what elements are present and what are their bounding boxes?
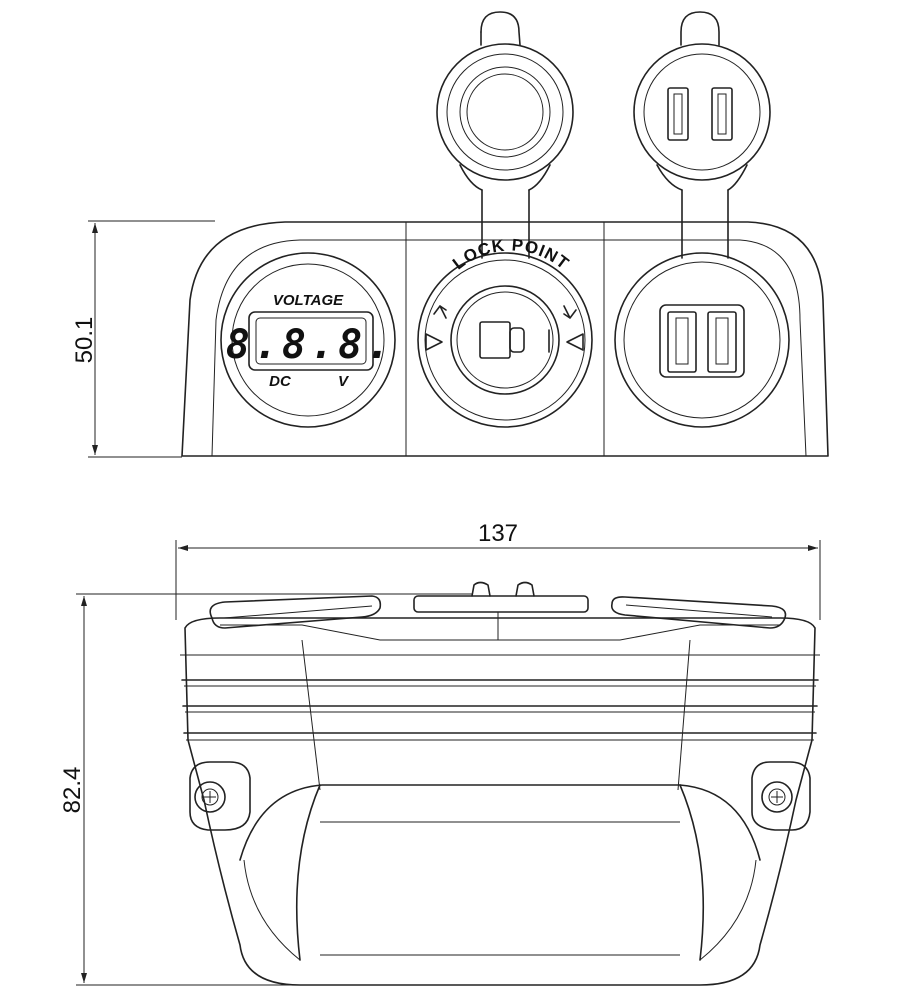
usb-cap-ring [643, 53, 761, 171]
socket-core [450, 285, 560, 395]
socket-left-arrow-icon [433, 305, 447, 319]
usb-port-1-icon [667, 311, 697, 373]
socket-cap-outer [436, 43, 574, 181]
socket-bezel-inner [424, 259, 586, 421]
width-dimension: 137 [175, 520, 821, 620]
socket-outlet: LOCK POINT [417, 11, 593, 428]
front-panel-outline [181, 221, 829, 457]
usb-port-1-tongue [675, 317, 689, 365]
socket-left-triangle-icon [425, 333, 443, 351]
voltmeter-bezel [220, 252, 396, 428]
front-height-dimension: 50.1 [71, 220, 215, 458]
front-height-value: 50.1 [71, 317, 98, 364]
socket-cap-ring-2 [459, 66, 551, 158]
socket-cap-neck [459, 164, 551, 191]
socket-core-inner [456, 291, 554, 389]
bottom-center-plate [413, 595, 589, 613]
usb-cap-outer [633, 43, 771, 181]
socket-right-triangle-icon [566, 333, 584, 351]
bottom-body-outline [184, 617, 816, 986]
usb-outlet [614, 11, 790, 428]
voltmeter-digits: 8.8.8. [226, 322, 395, 368]
socket-plug-tip [509, 327, 525, 353]
bottom-lower-arch [239, 784, 761, 861]
socket-cap-ring-3 [466, 73, 544, 151]
width-value: 137 [478, 520, 518, 547]
voltmeter-display-window [248, 311, 374, 371]
bottom-left-plate [209, 595, 382, 629]
socket-cap-stem [481, 189, 530, 259]
usb-cap-port-1-inner [673, 93, 683, 135]
socket-plug-slot [479, 321, 511, 359]
bottom-center-tab-right [515, 581, 535, 597]
socket-right-arrow-icon [563, 305, 577, 319]
bottom-height-value: 82.4 [59, 767, 86, 814]
bottom-center-tab-left [471, 581, 491, 597]
bottom-height-dimension: 82.4 [59, 593, 472, 986]
usb-cap-neck [656, 164, 748, 191]
usb-port-2-tongue [715, 317, 729, 365]
front-view: VOLTAGE 8.8.8. DC V LOCK POINT [71, 11, 829, 458]
socket-bezel [417, 252, 593, 428]
voltmeter: VOLTAGE 8.8.8. DC V [220, 252, 396, 428]
socket-ring-text: LOCK POINT [449, 235, 573, 273]
usb-cap-port-2-inner [717, 93, 727, 135]
usb-port-frame [659, 304, 745, 378]
usb-bezel [614, 252, 790, 428]
socket-cap-ring-1 [446, 53, 564, 171]
right-screw [751, 761, 811, 831]
voltmeter-v-label: V [338, 373, 350, 390]
bottom-view: 137 82.4 [59, 520, 821, 986]
usb-bezel-inner [623, 261, 781, 419]
usb-cap-stem [681, 189, 729, 259]
left-screw [189, 761, 251, 831]
socket-cap-strap [480, 11, 521, 46]
usb-port-2-icon [707, 311, 737, 373]
voltmeter-dc-label: DC [269, 373, 292, 390]
bottom-right-plate [610, 596, 787, 629]
voltmeter-title: VOLTAGE [273, 292, 344, 309]
voltmeter-display-inner [255, 317, 367, 365]
usb-cap-strap [680, 11, 720, 46]
voltmeter-face [231, 263, 385, 417]
usb-cap-port-2-icon [711, 87, 733, 141]
usb-cap-port-1-icon [667, 87, 689, 141]
